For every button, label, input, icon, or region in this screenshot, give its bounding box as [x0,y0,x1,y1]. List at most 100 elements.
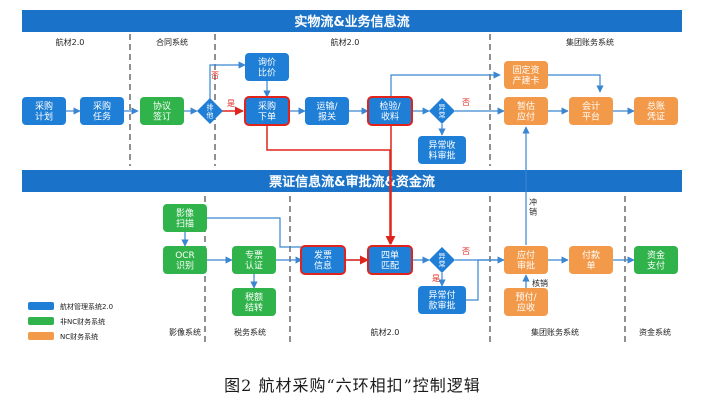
node-cgjh: 采购计划 [22,97,66,125]
zone-label-top-contract: 合同系统 [156,37,188,47]
bottom-band-title: 票证信息流&审批流&资金流 [269,174,435,190]
node-label: 异常 [439,103,446,119]
node-label: 预付/应收 [515,292,537,313]
node-cgxd: 采购下单 [244,96,290,126]
node-box [504,97,548,125]
zone-label-bottom-tax: 税务系统 [234,327,266,337]
node-box [244,96,290,126]
node-box [418,286,466,314]
node-label: 资金支付 [647,249,665,271]
node-ycslsp: 异常收料审批 [418,136,466,164]
node-label: 发票信息 [314,249,332,271]
node-jysl: 检验/收料 [367,96,413,126]
node-label: 采购计划 [35,100,53,122]
node-box [367,96,413,126]
node-box [80,97,124,125]
node-xyqd: 协议签订 [140,97,184,125]
zone-label-bottom-hc: 航材2.0 [371,327,400,337]
legend-swatch-orange [28,332,54,340]
node-label: 付款单 [582,249,600,271]
edge-label-no-1: 否 [211,71,219,80]
node-xjbj: 询价比价 [245,53,289,81]
node-yxsm: 影像扫描 [163,204,207,232]
node-label: 运输/报关 [316,100,338,122]
node-box [569,246,613,274]
zone-label-top-hc2: 航材2.0 [331,37,360,47]
node-fpxx: 发票信息 [300,245,346,275]
node-zprz: 专票认证 [232,246,276,274]
bottom-band: 票证信息流&审批流&资金流 [22,170,682,192]
zone-dividers [129,34,626,345]
figure-caption: 图2 航材采购“六环相扣”控制逻辑 [224,376,481,395]
zone-label-top-group: 集团账务系统 [566,37,614,47]
node-box [140,97,184,125]
legend-label-orange: NC财务系统 [60,332,98,341]
legend-label-blue: 航材管理系统2.0 [60,302,113,311]
node-box [163,204,207,232]
node-box [504,288,548,316]
node-label: 应付审批 [517,249,535,271]
node-box [300,245,346,275]
decision-diamond [429,98,455,124]
legend: 航材管理系统2.0 非NC财务系统 NC财务系统 [28,302,113,341]
zone-label-bottom-group: 集团账务系统 [531,327,579,337]
decision-diamond [197,98,223,124]
node-yc2: 异常 [429,247,455,273]
node-gdzc: 固定资产建卡 [504,61,548,89]
node-box [232,246,276,274]
zone-label-top-hc1: 航材2.0 [56,37,85,47]
red-connectors [222,106,396,265]
node-yfsp: 应付审批 [504,246,548,274]
legend-swatch-blue [28,302,54,310]
node-box [634,97,678,125]
node-label: 税额结转 [245,291,263,313]
node-box [22,97,66,125]
node-zjzf: 资金支付 [634,246,678,274]
node-label: 暂估应付 [517,100,535,122]
node-box [504,246,548,274]
node-pt: 排他 [197,98,223,124]
legend-label-green: 非NC财务系统 [60,317,105,326]
edge-label-no-3: 否 [462,247,470,256]
top-band: 实物流&业务信息流 [22,10,682,32]
node-yc1: 异常 [429,98,455,124]
node-box [418,136,466,164]
node-label: 影像扫描 [176,207,194,229]
legend-swatch-green [28,317,54,325]
edge-label-chongxiao: 冲销 [529,197,537,217]
edge-label-yes-1: 是 [227,99,235,108]
node-label: 询价比价 [258,56,276,78]
node-label: 异常付款审批 [428,289,455,311]
top-band-title: 实物流&业务信息流 [294,14,409,30]
zone-label-bottom-image: 影像系统 [169,327,201,337]
node-label: 专票认证 [245,249,263,271]
node-label: 排他 [207,102,214,119]
node-label: 总账凭证 [647,100,665,122]
connectors [66,61,635,301]
node-label: 会计平台 [582,100,600,122]
node-label: 异常 [439,252,446,268]
node-box [504,61,548,89]
edge-label-yes-3: 是 [432,274,440,283]
node-fkd: 付款单 [569,246,613,274]
node-label: 异常收料审批 [428,139,455,161]
node-box [569,97,613,125]
node-yfyf: 预付/应收 [504,288,548,316]
node-box [634,246,678,274]
node-cgrw: 采购任务 [80,97,124,125]
node-label: 固定资产建卡 [512,64,539,86]
node-label: 采购任务 [93,100,111,122]
node-sdpp: 四单匹配 [367,245,413,275]
node-box [305,97,349,125]
edge-label-no-2: 否 [462,98,470,107]
node-box [245,53,289,81]
node-zgyf: 暂估应付 [504,97,548,125]
decision-diamond [429,247,455,273]
node-kjpt: 会计平台 [569,97,613,125]
node-label: 检验/收料 [379,100,401,122]
node-label: 协议签订 [153,100,171,122]
node-ysbg: 运输/报关 [305,97,349,125]
